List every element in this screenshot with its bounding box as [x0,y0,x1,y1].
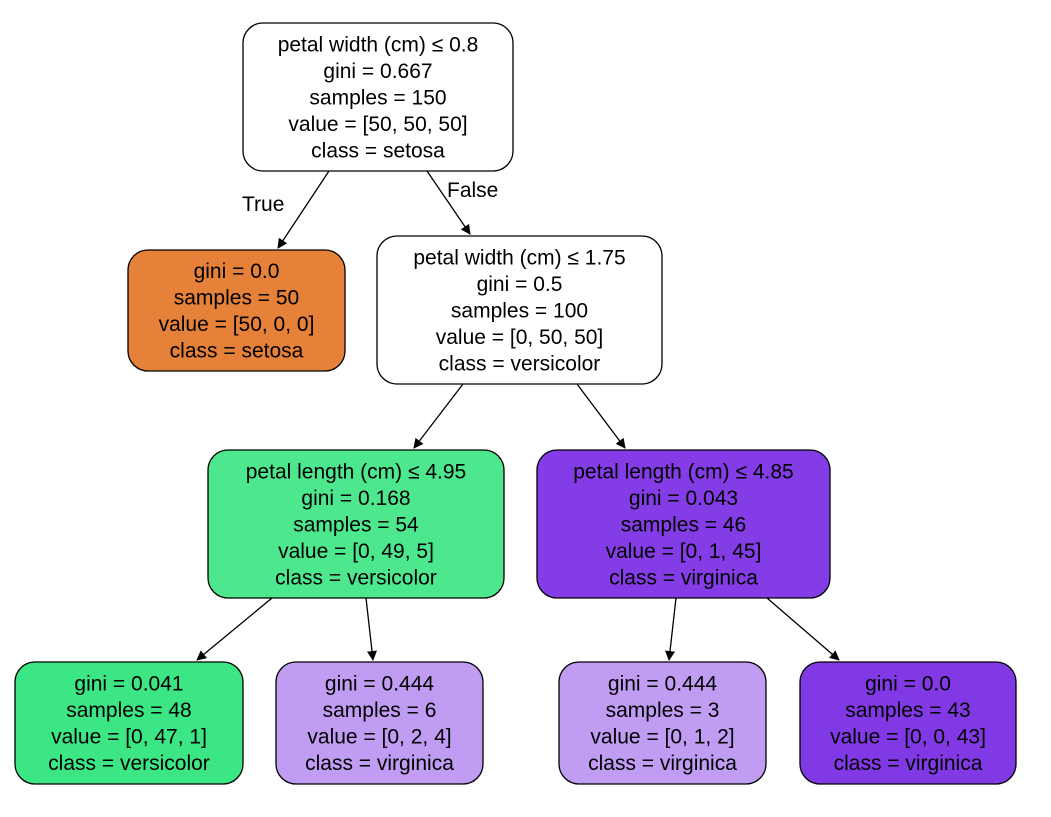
node-text-line: gini = 0.444 [325,673,434,696]
node-text-line: gini = 0.043 [629,487,738,510]
node-text-line: gini = 0.041 [74,673,183,696]
node-text-line: gini = 0.0 [194,260,280,283]
node-text-line: petal width (cm) ≤ 0.8 [278,33,479,56]
node-text-line: samples = 54 [293,513,419,536]
node-leaf-versicolor-48: gini = 0.041 samples = 48 value = [0, 47, … [14,661,244,785]
node-text-line: gini = 0.0 [865,673,951,696]
node-text-line: samples = 43 [845,699,971,722]
node-split-petal-length-4-95: petal length (cm) ≤ 4.95 gini = 0.168 samp… [207,449,505,599]
node-text-line: gini = 0.444 [608,673,717,696]
node-text-line: gini = 0.168 [301,487,410,510]
node-text-line: value = [0, 0, 43] [830,726,986,749]
node-text-line: petal width (cm) ≤ 1.75 [413,246,625,269]
node-leaf-setosa: gini = 0.0 samples = 50 value = [50, 0, 0]… [127,249,346,372]
node-box [536,449,831,599]
node-leaf-virginica-3: gini = 0.444 samples = 3 value = [0, 1, 2]… [558,661,767,785]
node-text-line: petal length (cm) ≤ 4.85 [573,460,793,483]
edge-arrow-split-petal-width-1-75-to-split-petal-length-4-85 [576,383,626,449]
node-text-line: class = virginica [609,566,758,589]
node-box [275,661,484,785]
nodes-layer: petal width (cm) ≤ 0.8 gini = 0.667 sample… [14,22,1017,785]
node-text-line: samples = 6 [323,699,437,722]
edges-layer: True False [196,170,840,661]
node-box [558,661,767,785]
node-text-line: samples = 150 [309,86,446,109]
edge-arrow-split-petal-length-4-85-to-leaf-virginica-43 [766,597,840,661]
node-split-petal-width-1-75: petal width (cm) ≤ 1.75 gini = 0.5 samples… [376,235,663,385]
node-text-line: petal length (cm) ≤ 4.95 [246,460,466,483]
edge-arrow-split-petal-length-4-85-to-leaf-virginica-3 [665,597,677,661]
edge-arrow-split-petal-length-4-95-to-leaf-versicolor-48 [196,597,273,661]
node-text-line: value = [0, 2, 4] [307,726,451,749]
node-text-line: value = [0, 50, 50] [436,326,604,349]
node-leaf-virginica-6: gini = 0.444 samples = 6 value = [0, 2, 4]… [275,661,484,785]
node-text-line: gini = 0.5 [477,273,563,296]
node-text-line: samples = 100 [451,299,588,322]
edge-arrow-split-petal-length-4-95-to-leaf-virginica-6 [365,597,377,661]
node-box [207,449,505,599]
node-text-line: value = [0, 47, 1] [51,726,207,749]
node-text-line: samples = 46 [621,513,747,536]
node-text-line: class = setosa [170,340,304,363]
node-text-line: class = versicolor [275,566,437,589]
node-text-line: class = versicolor [439,352,601,375]
node-text-line: value = [50, 50, 50] [288,113,467,136]
node-root: petal width (cm) ≤ 0.8 gini = 0.667 sample… [242,22,514,172]
node-box [799,661,1017,785]
node-text-line: value = [0, 1, 2] [590,726,734,749]
node-text-line: value = [50, 0, 0] [159,313,315,336]
edge-label-false: False [447,179,498,202]
edge-arrow-split-petal-width-1-75-to-split-petal-length-4-95 [413,383,464,449]
node-text-line: samples = 3 [606,699,720,722]
node-text-line: value = [0, 1, 45] [606,540,762,563]
node-text-line: class = setosa [311,139,445,162]
node-split-petal-length-4-85: petal length (cm) ≤ 4.85 gini = 0.043 samp… [536,449,831,599]
node-text-line: class = versicolor [48,752,210,775]
node-text-line: class = virginica [588,752,737,775]
node-box [242,22,514,172]
node-text-line: samples = 50 [174,287,300,310]
edge-arrow-root-to-leaf-setosa [277,170,330,249]
node-box [376,235,663,385]
node-text-line: class = virginica [305,752,454,775]
node-box [127,249,346,372]
node-text-line: gini = 0.667 [323,60,432,83]
node-text-line: value = [0, 49, 5] [278,540,434,563]
edge-arrow-root-to-split-petal-width-1-75 [426,170,471,235]
node-text-line: class = virginica [834,752,983,775]
node-text-line: samples = 48 [66,699,192,722]
edge-label-true: True [242,193,284,216]
node-leaf-virginica-43: gini = 0.0 samples = 43 value = [0, 0, 43]… [799,661,1017,785]
node-box [14,661,244,785]
